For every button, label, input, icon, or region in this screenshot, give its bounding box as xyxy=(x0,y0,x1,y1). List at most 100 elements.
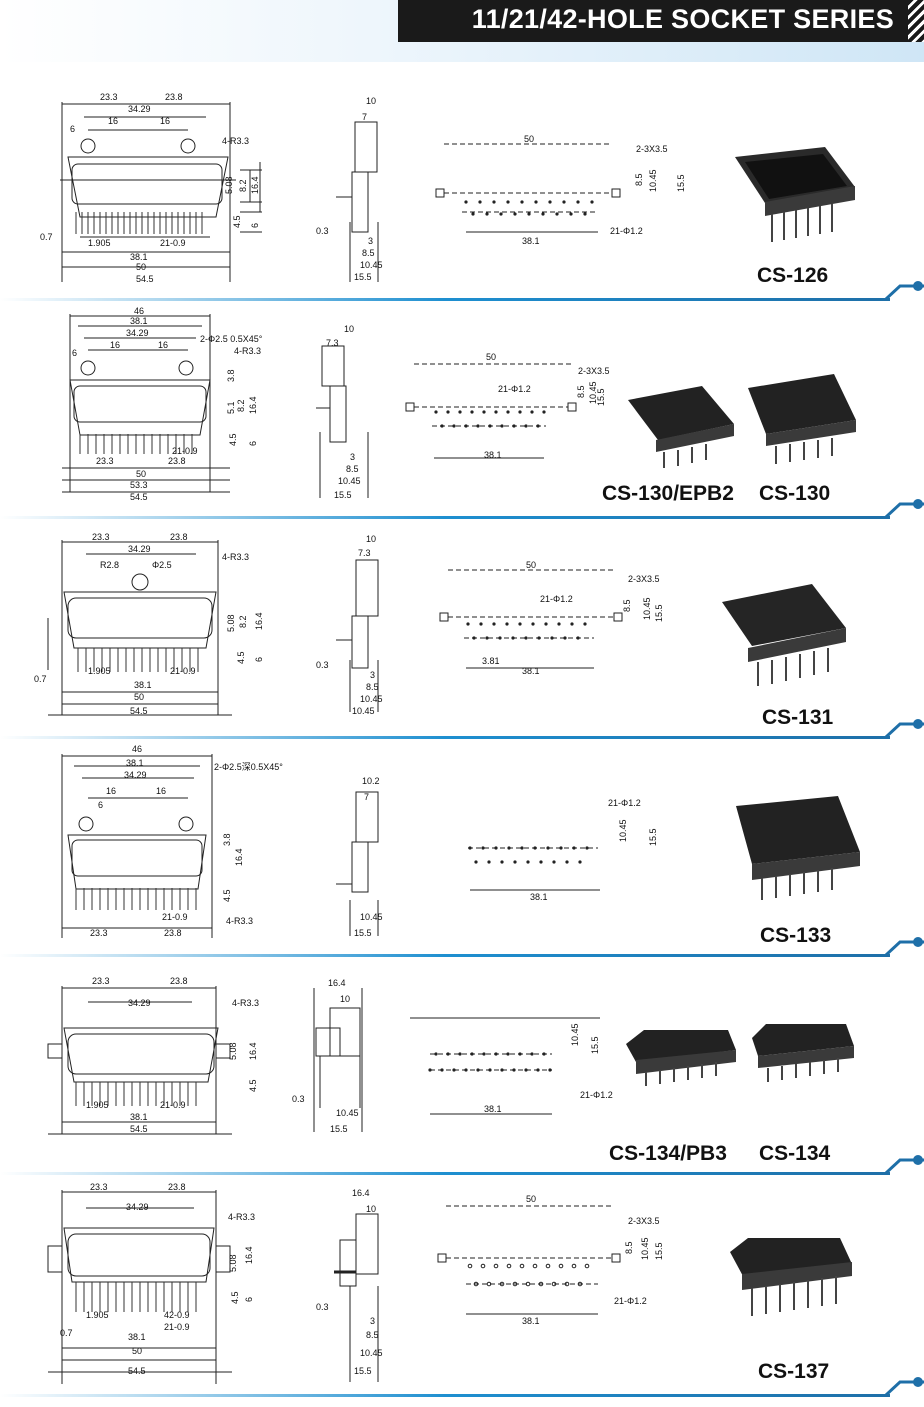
dim-label: 15.5 xyxy=(354,928,372,938)
dim-label: 23.3 xyxy=(90,1182,108,1192)
dim-label: 21-Φ1.2 xyxy=(540,594,573,604)
dim-label: 16 xyxy=(158,340,168,350)
dim-label: 4.5 xyxy=(248,1079,258,1092)
dim-label: 10.45 xyxy=(360,260,383,270)
dim-label: 10.45 xyxy=(570,1023,580,1046)
dim-label: 16.4 xyxy=(248,396,258,414)
dim-label: 15.5 xyxy=(654,1242,664,1260)
dim-label: 15.5 xyxy=(648,828,658,846)
dim-label: 21-0.9 xyxy=(164,1322,190,1332)
dim-label: 6 xyxy=(72,348,77,358)
dim-label: 38.1 xyxy=(530,892,548,902)
dim-label: 10 xyxy=(366,96,376,106)
dim-label: 23.8 xyxy=(165,92,183,102)
dim-label: 4-R3.3 xyxy=(222,136,249,146)
title-stripe xyxy=(908,0,924,42)
dim-label: 10.45 xyxy=(588,381,598,404)
dim-label: 10 xyxy=(340,994,350,1004)
dim-label: 54.5 xyxy=(130,492,148,502)
dim-label: 1.905 xyxy=(86,1100,109,1110)
dim-label: 8.5 xyxy=(622,599,632,612)
dim-label: 10.45 xyxy=(360,912,383,922)
dim-label: 3 xyxy=(370,1316,375,1326)
dim-label: 23.3 xyxy=(90,928,108,938)
dim-label: 8.2 xyxy=(238,615,248,628)
dim-label: 16.4 xyxy=(328,978,346,988)
dim-label: 21-0.9 xyxy=(162,912,188,922)
dim-label: 23.3 xyxy=(92,532,110,542)
dim-label: 23.8 xyxy=(168,456,186,466)
section-divider xyxy=(0,499,924,519)
dim-label: 50 xyxy=(524,134,534,144)
dim-label: 3.8 xyxy=(226,369,236,382)
dim-label: 54.5 xyxy=(130,706,148,716)
dim-label: 16.4 xyxy=(248,1042,258,1060)
dim-label: 0.3 xyxy=(316,1302,329,1312)
dim-label: 21-Φ1.2 xyxy=(608,798,641,808)
dim-label: 4-R3.3 xyxy=(228,1212,255,1222)
dim-label: 4.5 xyxy=(230,1291,240,1304)
dim-label: 21-Φ1.2 xyxy=(610,226,643,236)
dim-label: 54.5 xyxy=(128,1366,146,1376)
dim-label: 8.2 xyxy=(238,179,248,192)
dim-label: 3.81 xyxy=(482,656,500,666)
dim-label: 5.08 xyxy=(228,1042,238,1060)
dim-label: 10.45 xyxy=(336,1108,359,1118)
dim-label: 2-Φ2.5 0.5X45° xyxy=(200,334,263,344)
dim-label: 50 xyxy=(134,692,144,702)
dim-label: 16 xyxy=(110,340,120,350)
dim-label: 5.08 xyxy=(224,176,234,194)
dim-label: 0.3 xyxy=(316,226,329,236)
model-label: CS-130/EPB2 xyxy=(602,482,734,505)
section-cs-126: 23.3 23.8 34.29 16 16 6 4-R3.3 5.08 8.2 … xyxy=(0,62,924,302)
dim-label: 34.29 xyxy=(126,1202,149,1212)
dim-label: 15.5 xyxy=(354,272,372,282)
dim-label: 34.29 xyxy=(128,998,151,1008)
dim-label: 15.5 xyxy=(676,174,686,192)
dim-label: 50 xyxy=(136,262,146,272)
dim-label: 10.45 xyxy=(360,1348,383,1358)
dim-label: 10.45 xyxy=(648,169,658,192)
section-divider xyxy=(0,281,924,301)
section-divider xyxy=(0,937,924,957)
model-label: CS-131 xyxy=(762,706,834,729)
dim-label: 2-Φ2.5深0.5X45° xyxy=(214,762,283,772)
dim-label: 6 xyxy=(70,124,75,134)
dim-label: 23.8 xyxy=(168,1182,186,1192)
dim-label: 6 xyxy=(250,223,260,228)
dim-label: 4.5 xyxy=(236,651,246,664)
dim-label: 6 xyxy=(248,441,258,446)
dim-label: 2-3X3.5 xyxy=(578,366,610,376)
section-cs-130: 46 38.1 34.29 16 16 6 2-Φ2.5 0.5X45° 4-R… xyxy=(0,302,924,520)
dim-label: 15.5 xyxy=(654,604,664,622)
dim-label: 38.1 xyxy=(134,680,152,690)
dim-label: 38.1 xyxy=(522,1316,540,1326)
dim-label: 0.3 xyxy=(316,660,329,670)
dim-label: 50 xyxy=(486,352,496,362)
dim-label: 4.5 xyxy=(222,889,232,902)
dim-label: 10 xyxy=(366,1204,376,1214)
dim-label: 1.905 xyxy=(86,1310,109,1320)
dim-label: 1.905 xyxy=(88,238,111,248)
dim-label: 23.8 xyxy=(164,928,182,938)
dim-label: 38.1 xyxy=(484,450,502,460)
dim-label: 16.4 xyxy=(254,612,264,630)
dim-label: 21-Φ1.2 xyxy=(614,1296,647,1306)
dim-label: 21-Φ1.2 xyxy=(580,1090,613,1100)
dim-label: 10.45 xyxy=(352,706,375,716)
dim-label: 16.4 xyxy=(250,176,260,194)
dim-label: 23.8 xyxy=(170,532,188,542)
dim-label: 16 xyxy=(156,786,166,796)
dim-label: 16.4 xyxy=(244,1246,254,1264)
title-box: 11/21/42-HOLE SOCKET SERIES xyxy=(398,0,908,42)
dim-label: 5.1 xyxy=(226,401,236,414)
dim-label: 34.29 xyxy=(128,104,151,114)
dim-label: 23.3 xyxy=(92,976,110,986)
section-cs-131: 23.3 23.8 34.29 R2.8 Φ2.5 4-R3.3 5.08 8.… xyxy=(0,520,924,740)
dim-label: 46 xyxy=(134,306,144,316)
dim-label: 16 xyxy=(106,786,116,796)
product-image xyxy=(626,1024,854,1086)
dim-label: 10.45 xyxy=(338,476,361,486)
dim-label: 15.5 xyxy=(334,490,352,500)
dim-label: 3 xyxy=(370,670,375,680)
